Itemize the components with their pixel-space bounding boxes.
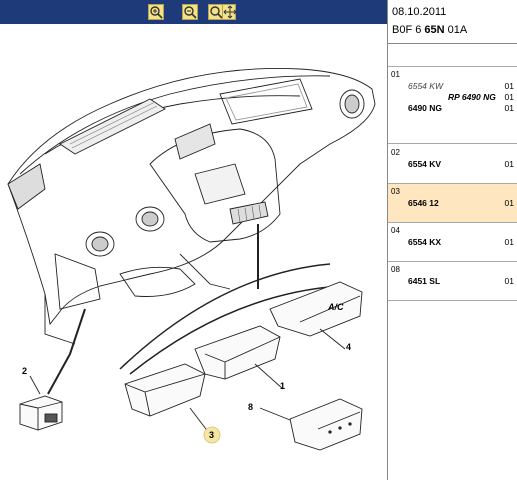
part-line: RP 6490 NG 01 bbox=[408, 92, 516, 102]
svg-text:A/C: A/C bbox=[327, 302, 344, 312]
header-code-prefix: B0F 6 bbox=[392, 24, 425, 36]
reference-panel: 08.10.2011 B0F 6 65N 01A 01 6554 KW 01 R… bbox=[387, 0, 517, 480]
part-row-number: 02 bbox=[391, 148, 400, 157]
part-row-number: 01 bbox=[391, 70, 400, 79]
part-quantity: 01 bbox=[504, 198, 514, 208]
move-icon bbox=[223, 5, 237, 19]
part-quantity: 01 bbox=[504, 103, 514, 113]
header-date: 08.10.2011 bbox=[392, 6, 447, 18]
part-reference: 6546 12 bbox=[408, 198, 439, 208]
parts-diagram-area: A/C 2 3 1 4 8 bbox=[0, 0, 387, 451]
part-row-number: 04 bbox=[391, 226, 400, 235]
move-button[interactable] bbox=[222, 4, 237, 20]
callout-4-label: 4 bbox=[346, 342, 351, 352]
part-reference: 6490 NG bbox=[408, 103, 443, 113]
dashboard-exploded-view: A/C 2 3 1 4 8 bbox=[7, 68, 376, 451]
part-row-01[interactable]: 01 6554 KW 01 RP 6490 NG 01 6490 NG 01 bbox=[388, 67, 517, 144]
part-quantity: 01 bbox=[504, 81, 514, 91]
callout-8[interactable]: 8 bbox=[248, 402, 253, 412]
part-quantity: 01 bbox=[504, 276, 514, 286]
part-quantity: 01 bbox=[504, 237, 514, 247]
part-reference: 6554 KV bbox=[408, 159, 442, 169]
part-row-number: 03 bbox=[391, 187, 400, 196]
zoom-out-button[interactable] bbox=[182, 4, 198, 20]
header-code-suffix: 01A bbox=[444, 24, 468, 36]
zoom-in-button[interactable] bbox=[148, 4, 164, 20]
part-line: 6554 KW 01 bbox=[408, 81, 516, 91]
callout-2-label: 2 bbox=[22, 366, 27, 376]
header-code-bold: 65N bbox=[424, 24, 445, 36]
diagram-toolbar bbox=[0, 0, 387, 24]
part-row-03[interactable]: 03 6546 12 01 bbox=[388, 184, 517, 223]
part-reference: 6554 KW bbox=[408, 81, 443, 91]
part-line: 6546 12 01 bbox=[408, 198, 516, 208]
zoom-window-icon bbox=[209, 5, 223, 19]
callout-1[interactable]: 1 bbox=[280, 381, 285, 391]
callout-1-label: 1 bbox=[280, 381, 285, 391]
part-row-08[interactable]: 08 6451 SL 01 bbox=[388, 262, 517, 301]
panel-divider bbox=[388, 66, 517, 67]
part-quantity: 01 bbox=[504, 159, 514, 169]
part-line: 6554 KV 01 bbox=[408, 159, 516, 169]
part-line: 6451 SL 01 bbox=[408, 276, 516, 286]
zoom-out-icon bbox=[183, 5, 197, 19]
part-row-number: 08 bbox=[391, 265, 400, 274]
part-quantity: 01 bbox=[504, 92, 514, 102]
header-code: B0F 6 65N 01A bbox=[392, 24, 467, 36]
callout-4[interactable]: 4 bbox=[346, 342, 351, 352]
callout-2[interactable]: 2 bbox=[22, 366, 27, 376]
panel-header: 08.10.2011 B0F 6 65N 01A bbox=[388, 0, 517, 44]
part-row-02[interactable]: 02 6554 KV 01 bbox=[388, 145, 517, 184]
callout-8-label: 8 bbox=[248, 402, 253, 412]
part-line: 6554 KX 01 bbox=[408, 237, 516, 247]
zoom-in-icon bbox=[149, 5, 163, 19]
part-row-04[interactable]: 04 6554 KX 01 bbox=[388, 223, 517, 262]
callout-3-label: 3 bbox=[209, 430, 214, 440]
part-reference: 6554 KX bbox=[408, 237, 442, 247]
part-line: 6490 NG 01 bbox=[408, 103, 516, 113]
part-reference: 6451 SL bbox=[408, 276, 441, 286]
part-reference: RP 6490 NG bbox=[448, 92, 496, 102]
callout-3[interactable]: 3 bbox=[203, 426, 221, 444]
